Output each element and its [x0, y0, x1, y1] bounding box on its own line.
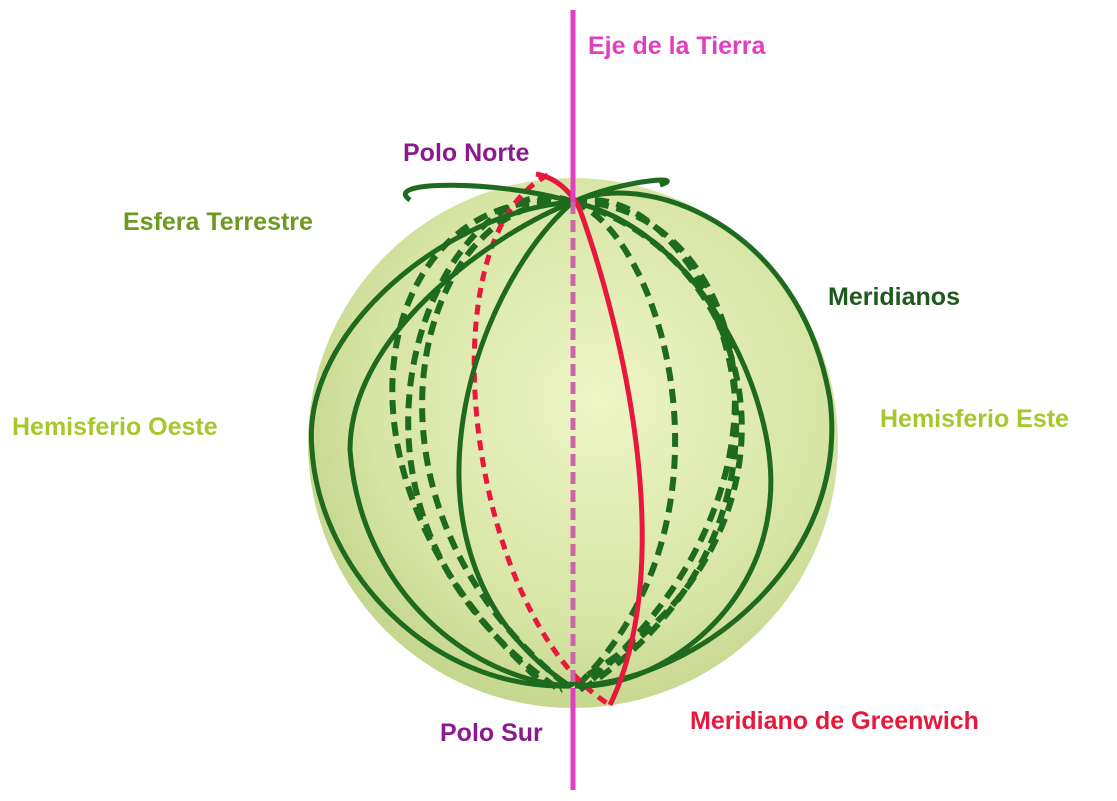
north-pole-label: Polo Norte [403, 139, 530, 167]
meridian-hidden-2 [389, 197, 574, 688]
greenwich-label: Meridiano de Greenwich [690, 707, 979, 735]
meridian-hidden-3 [419, 198, 574, 691]
meridian-visible-2 [347, 199, 574, 689]
meridian-visible-4 [571, 190, 835, 689]
greenwich-hidden [471, 172, 612, 708]
meridian-hidden-5 [572, 198, 738, 693]
meridian-visible-6 [402, 182, 574, 205]
axis-label: Eje de la Tierra [588, 32, 766, 60]
visible-meridians [308, 177, 835, 689]
meridian-visible-7 [571, 177, 670, 205]
hidden-meridians [389, 193, 745, 693]
meridian-visible-5 [572, 199, 774, 689]
west-hemisphere-label: Hemisferio Oeste [12, 413, 218, 441]
meridians-label: Meridianos [828, 283, 960, 311]
sphere-label: Esfera Terrestre [123, 208, 313, 236]
meridian-visible-3 [456, 200, 575, 689]
meridian-hidden-7 [558, 199, 745, 693]
meridian-visible-1 [308, 199, 574, 689]
east-hemisphere-label: Hemisferio Este [880, 405, 1069, 433]
south-pole-label: Polo Sur [440, 719, 543, 747]
meridian-hidden-6 [572, 199, 679, 691]
greenwich-meridian [535, 171, 645, 707]
